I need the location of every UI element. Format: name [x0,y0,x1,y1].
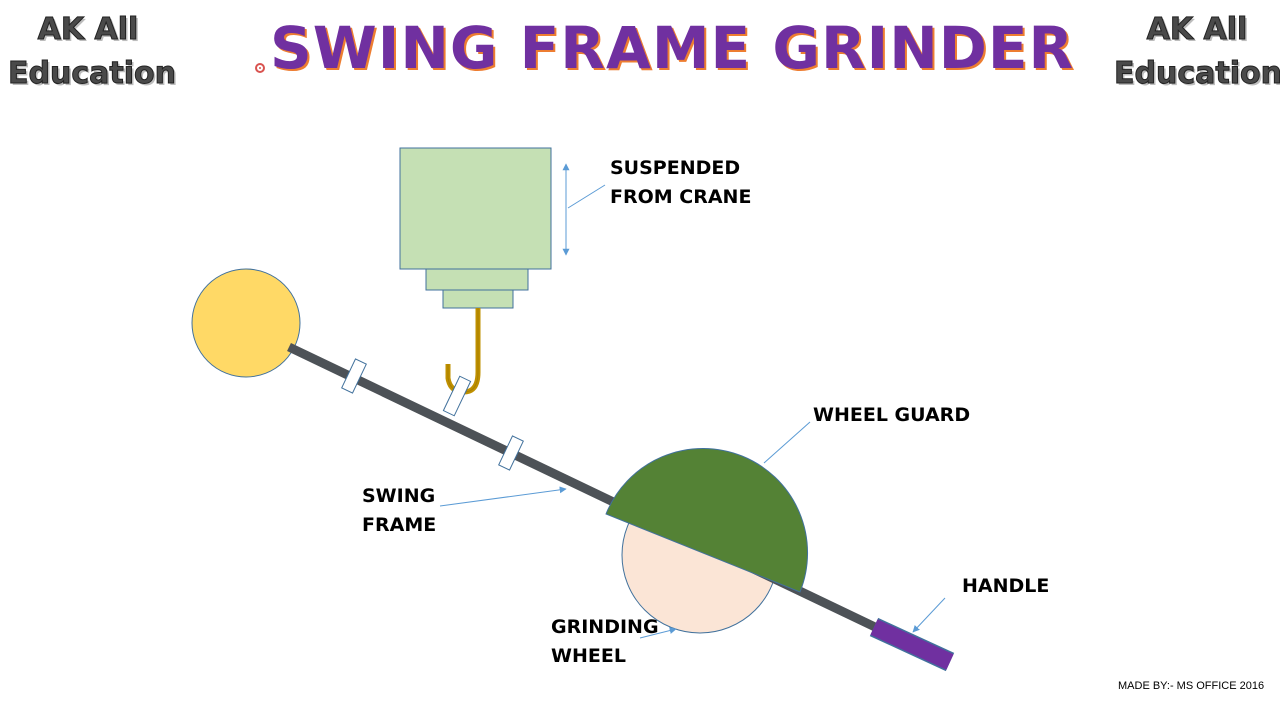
counterweight [191,268,301,378]
brand-right-line1: AK All [1146,12,1248,48]
grinding-wheel-label-line2: WHEEL [551,645,626,667]
handle-label: HANDLE [962,575,1050,597]
motor-housing [399,147,552,270]
page-title: SWING FRAME GRINDER [270,14,1075,82]
frame-clamp-hook [442,375,472,417]
wheel-guard [605,447,809,593]
brand-right-line2: Education [1114,56,1280,92]
brand-left-line2: Education [8,56,177,92]
brand-logo-left: AK All Education [8,8,177,96]
suspended-label-line2: FROM CRANE [610,186,752,208]
frame-clamp-1 [341,358,367,394]
suspended-label-line1: SUSPENDED [610,157,741,179]
grinding-wheel-label: GRINDING WHEEL [551,613,659,671]
swing-frame-label: SWING FRAME [362,482,436,540]
grinding-wheel-leader-arrow [639,627,677,639]
handle-grip [870,619,954,670]
suspended-leader-line [567,184,606,209]
suspended-from-crane-label: SUSPENDED FROM CRANE [610,154,751,212]
credit-text: MADE BY:- MS OFFICE 2016 [1118,680,1265,692]
swing-frame-label-line2: FRAME [362,514,437,536]
grinding-wheel-label-line1: GRINDING [551,616,659,638]
pointer-dot [255,63,265,73]
motor-base-upper [425,268,529,291]
swing-frame-label-line1: SWING [362,485,436,507]
frame-clamp-2 [498,435,524,471]
brand-logo-right: AK All Education [1114,8,1280,96]
brand-left-line1: AK All [37,12,139,48]
swing-frame-leader-arrow [439,486,567,507]
handle-leader-arrow [912,597,946,633]
motor-base-lower [442,289,514,309]
wheel-guard-label: WHEEL GUARD [813,404,971,426]
wheel-guard-leader-line [763,421,811,464]
